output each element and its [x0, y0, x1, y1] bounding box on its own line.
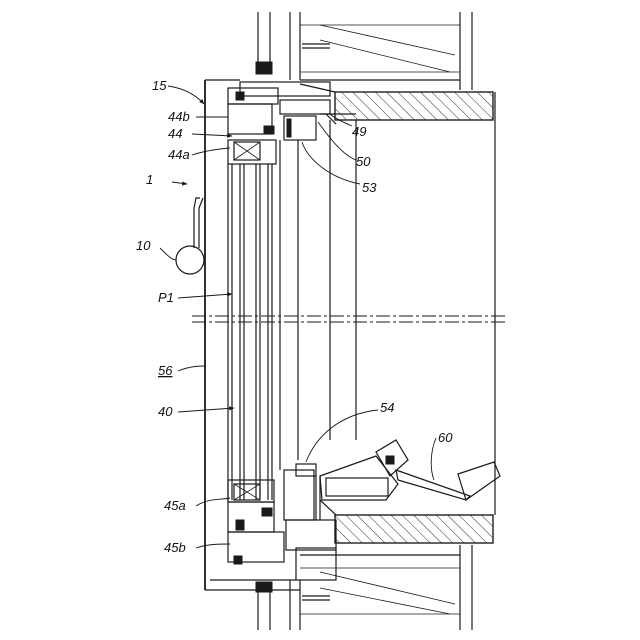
label-60: 60: [438, 430, 453, 445]
label-44: 44: [168, 126, 182, 141]
glazing-sash: [228, 140, 280, 500]
label-P1: P1: [158, 290, 174, 305]
label-54: 54: [380, 400, 394, 415]
label-50: 50: [356, 154, 371, 169]
label-45b: 45b: [164, 540, 186, 555]
label-10: 10: [136, 238, 151, 253]
wall-structure-bottom: [256, 545, 472, 630]
label-56: 56: [158, 363, 173, 378]
label-49: 49: [352, 124, 366, 139]
handle: [176, 198, 204, 274]
label-15: 15: [152, 78, 167, 93]
label-45a: 45a: [164, 498, 186, 513]
wall-structure-top: [256, 12, 472, 90]
label-44b: 44b: [168, 109, 190, 124]
label-40: 40: [158, 404, 173, 419]
label-53: 53: [362, 180, 377, 195]
label-1: 1: [146, 172, 153, 187]
component-60: [320, 440, 500, 515]
trim-54: [296, 464, 320, 520]
lintel-top: [335, 92, 493, 120]
sill-bottom: [335, 515, 493, 543]
label-44a: 44a: [168, 147, 190, 162]
